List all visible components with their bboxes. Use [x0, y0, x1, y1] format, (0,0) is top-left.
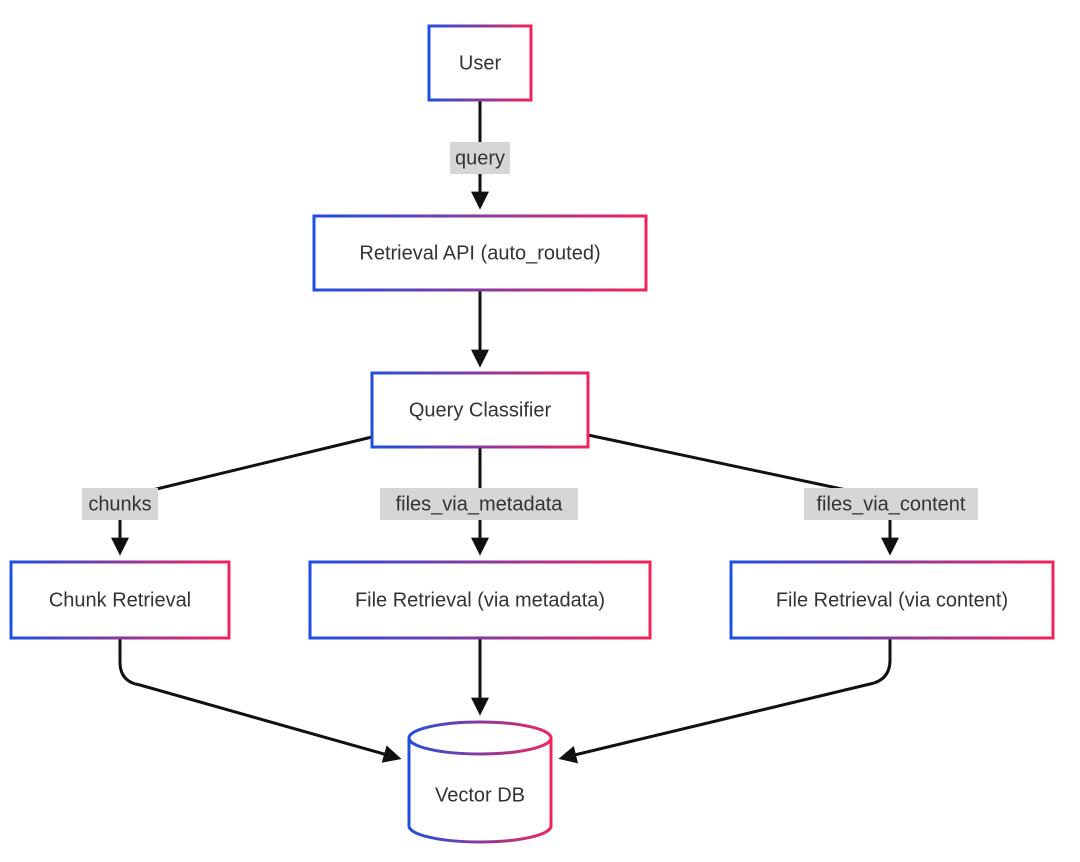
- node-chunk-retrieval: Chunk Retrieval: [9, 560, 231, 640]
- edge-label-files-via-content: files_via_content: [804, 488, 978, 520]
- edge-label-files-via-content-text: files_via_content: [817, 493, 966, 515]
- node-query-classifier-label: Query Classifier: [409, 399, 552, 421]
- edge-label-query: query: [450, 142, 510, 174]
- node-query-classifier: Query Classifier: [370, 371, 590, 449]
- node-file-retrieval-metadata: File Retrieval (via metadata): [308, 560, 652, 640]
- edge-chunks-to-vectordb: [118, 638, 402, 763]
- node-vector-db: Vector DB: [407, 720, 553, 844]
- node-file-retrieval-metadata-label: File Retrieval (via metadata): [355, 589, 605, 611]
- node-file-retrieval-content: File Retrieval (via content): [729, 560, 1055, 640]
- node-file-retrieval-content-label: File Retrieval (via content): [776, 589, 1008, 611]
- node-chunk-retrieval-label: Chunk Retrieval: [49, 589, 191, 611]
- edge-label-chunks-text: chunks: [88, 493, 151, 515]
- node-retrieval-api-label: Retrieval API (auto_routed): [359, 242, 600, 264]
- edge-label-files-via-metadata: files_via_metadata: [380, 488, 578, 520]
- database-cylinder-icon: [407, 720, 553, 844]
- edge-label-query-text: query: [455, 147, 505, 169]
- node-user: User: [427, 24, 533, 102]
- node-vector-db-label: Vector DB: [435, 784, 525, 806]
- node-user-label: User: [459, 52, 502, 74]
- edge-label-chunks: chunks: [82, 488, 158, 520]
- node-retrieval-api: Retrieval API (auto_routed): [312, 214, 648, 292]
- edge-content-to-vectordb: [558, 638, 892, 764]
- edge-label-files-via-metadata-text: files_via_metadata: [396, 493, 564, 515]
